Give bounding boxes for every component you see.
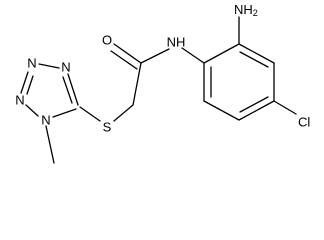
thioether-s-label: S: [103, 120, 112, 135]
tetrazole-n4-label: N: [61, 60, 70, 75]
tetrazole-n2-label: N: [15, 93, 24, 108]
bond-c5-s: [79, 106, 101, 122]
bond-c5-n4: [67, 73, 79, 106]
tetrazole-n1-label: N: [41, 113, 50, 128]
amino-subscript: 2: [253, 8, 258, 18]
bond-c2-c3: [238, 43, 275, 64]
molecule-structure-diagram: NH2 O NH Cl S N N N N: [15, 2, 310, 164]
bond-c5-n4-double: [62, 76, 73, 104]
tetrazole-n3-label: N: [27, 56, 36, 71]
bond-nh-c1: [181, 47, 205, 64]
bond-n2-n1: [25, 104, 39, 117]
bond-c5-c6: [203, 100, 240, 121]
amino-nh-text: NH: [234, 2, 253, 17]
atom-labels: NH2 O NH Cl S N N N N: [15, 2, 310, 135]
bond-ch2-carbonyl: [132, 62, 142, 106]
bond-n4-n3: [38, 63, 60, 69]
bond-c4-c5-double: [239, 96, 269, 113]
bond-n3-n2-double: [26, 75, 34, 95]
bond-carbonyl-o-double: [110, 50, 138, 70]
bond-c4-cl: [273, 100, 297, 115]
bond-c1-c2: [203, 43, 240, 64]
amide-nh-label: NH: [167, 35, 186, 50]
chloro-label: Cl: [298, 115, 310, 130]
bond-n1-c5: [52, 108, 77, 118]
bond-lines: [20, 16, 297, 164]
bond-carbonyl-o: [113, 43, 142, 64]
bond-c2-c3-double: [239, 51, 269, 68]
bond-carbonyl-nh: [140, 48, 170, 64]
bond-n3-n2: [20, 71, 29, 94]
bond-s-ch2: [113, 104, 134, 122]
carbonyl-o-label: O: [102, 33, 112, 48]
amino-n-label: NH2: [234, 2, 258, 19]
bond-n1-methyl: [45, 125, 55, 164]
bond-c4-c5: [238, 100, 275, 121]
